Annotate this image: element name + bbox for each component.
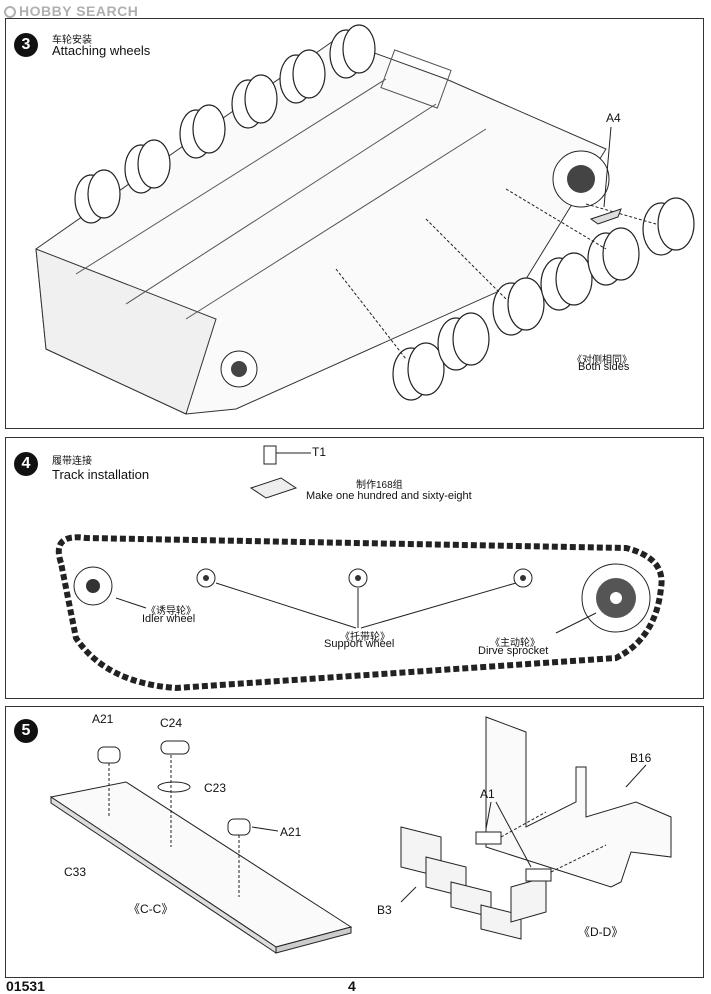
interior-parts-drawing xyxy=(49,716,672,954)
footer-code: 01531 xyxy=(6,978,45,994)
part-label-b3: B3 xyxy=(377,903,392,917)
step-number: 3 xyxy=(14,33,38,57)
step-number: 5 xyxy=(14,719,38,743)
step-title-en: Attaching wheels xyxy=(52,43,151,58)
make-en: Make one hundred and sixty-eight xyxy=(306,490,472,502)
idler-cn: 《诱导轮》 xyxy=(146,606,196,617)
note-cn: 《对侧相同》 xyxy=(572,355,632,366)
part-label-a4: A4 xyxy=(606,111,621,125)
part-label-a21-right: A21 xyxy=(280,825,302,839)
step-5-panel: 5 xyxy=(5,706,704,978)
step-3-panel: 3 车轮安装 Attaching wheels xyxy=(5,18,704,429)
step-title-en: Track installation xyxy=(52,467,150,482)
page-number: 4 xyxy=(348,978,356,994)
step-title-cn: 车轮安装 xyxy=(52,35,92,46)
part-label-b16: B16 xyxy=(630,751,652,765)
idler-en: Idler wheel xyxy=(142,613,196,625)
track-drawing xyxy=(55,445,665,692)
support-cn: 《托带轮》 xyxy=(340,632,390,643)
part-label-c33: C33 xyxy=(64,865,87,879)
sprocket-cn: 《主动轮》 xyxy=(490,638,540,649)
watermark: HOBBY SEARCH xyxy=(4,3,138,19)
step-title-cn: 履带连接 xyxy=(52,456,92,467)
part-label-c24: C24 xyxy=(160,716,183,730)
step-number: 4 xyxy=(14,452,38,476)
part-label-t1: T1 xyxy=(312,445,327,459)
support-en: Support wheel xyxy=(324,638,395,650)
part-label-a1: A1 xyxy=(480,787,495,801)
make-cn: 制作168组 xyxy=(356,480,403,491)
sprocket-en: Dirve sprocket xyxy=(478,645,549,657)
watermark-logo-icon xyxy=(4,6,16,18)
section-dd-label: 《D-D》 xyxy=(578,925,624,939)
note-en: Both sides xyxy=(578,361,630,373)
part-label-c23: C23 xyxy=(204,781,227,795)
part-label-a21-top: A21 xyxy=(92,712,114,726)
step-4-panel: 4 履带连接 Track installation T1 制作168组 Make… xyxy=(5,437,704,699)
hull-wheels-drawing xyxy=(35,24,695,415)
section-cc-label: 《C-C》 xyxy=(128,902,174,916)
